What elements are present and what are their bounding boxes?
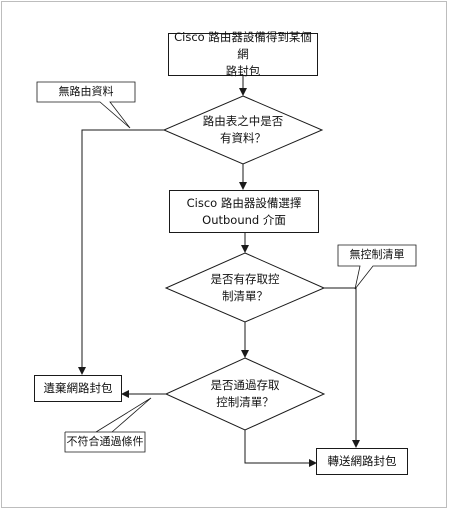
decision-pass-acl-label: 是否通過存取 控制清單？ [195, 377, 295, 411]
connector-no-route-to-drop [78, 129, 164, 375]
decision-has-acl-label: 是否有存取控 制清單？ [195, 271, 295, 305]
decision-route-table-label: 路由表之中是否 有資料？ [193, 113, 293, 147]
connector-no-acl-to-forward [324, 287, 360, 448]
decision-pass-line1: 是否通過存取 [210, 378, 280, 392]
callout-no-acl-label: 無控制清單 [349, 248, 405, 261]
decision-route-line2: 有資料？ [220, 131, 266, 145]
select-line2: Outbound 介面 [202, 212, 286, 227]
drop-packet-box: 遺棄網路封包 [34, 375, 122, 402]
decision-acl-line2: 制清單？ [222, 289, 268, 303]
decision-route-line1: 路由表之中是否 [202, 114, 284, 128]
select-interface-box: Cisco 路由器設備選擇 Outbound 介面 [169, 190, 319, 233]
forward-label: 轉送網路封包 [327, 454, 397, 468]
decision-acl-line1: 是否有存取控 [210, 272, 280, 286]
callout-not-match-bubble [64, 397, 152, 453]
callout-no-acl-bubble [337, 244, 417, 290]
drop-label: 遺棄網路封包 [43, 381, 113, 395]
start-line2: 路封包 [225, 64, 261, 78]
callout-no-route-label: 無路由資料 [58, 85, 114, 98]
decision-pass-line2: 控制清單？ [216, 395, 274, 409]
select-line1: Cisco 路由器設備選擇 [186, 195, 302, 210]
start-process-box: Cisco 路由器設備得到某個網 路封包 [168, 30, 318, 78]
start-line1: Cisco 路由器設備得到某個網 [174, 30, 312, 61]
callout-no-route-bubble [36, 81, 136, 129]
forward-packet-box: 轉送網路封包 [316, 448, 408, 475]
connector-pass-to-forward [244, 430, 317, 467]
callout-not-match-label: 不符合通過條件 [66, 435, 144, 448]
